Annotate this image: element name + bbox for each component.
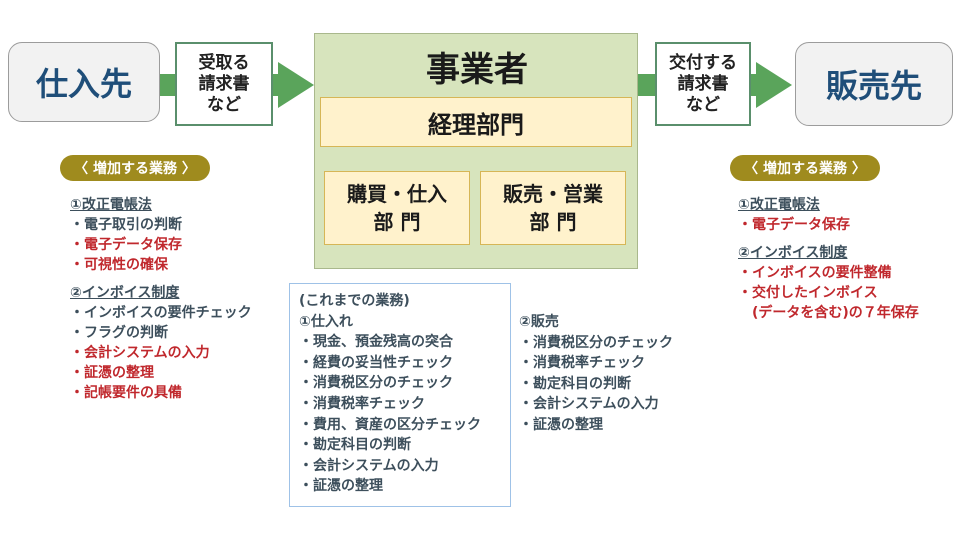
current-tasks-title: (これまでの業務) (299, 293, 410, 309)
flow-in-line: 請求書 (198, 73, 250, 94)
list-item: ・勘定科目の判断 (299, 437, 411, 454)
list-item: ・インボイスの要件整備 (738, 265, 892, 281)
supplier-pill-label: 〈 増加する業務 〉 (74, 161, 196, 177)
list-item: ・交付したインボイス (738, 285, 878, 301)
list-item: ・電子取引の判断 (70, 217, 182, 233)
list-item: ・消費税率チェック (299, 395, 425, 412)
current-sales-list: ②販売 ・消費税区分のチェック ・消費税率チェック ・勘定科目の判断 ・会計シス… (519, 312, 719, 436)
supplier-increase-pill: 〈 増加する業務 〉 (60, 155, 210, 181)
list-item: ・インボイスの要件チェック (70, 305, 252, 321)
list-item: ・会計システムの入力 (519, 396, 659, 413)
purchasing-dept-line: 部 門 (373, 210, 421, 234)
flow-out-shaft (751, 74, 757, 96)
supplier-increase-list: ①改正電帳法 ・電子取引の判断 ・電子データ保存 ・可視性の確保 ②インボイス制… (70, 195, 300, 403)
list-item: ・証憑の整理 (519, 416, 603, 433)
supplier-label: 仕入先 (35, 65, 132, 103)
purchasing-dept-line: 購買・仕入 (347, 182, 447, 206)
list-item: ・電子データ保存 (70, 237, 182, 253)
customer-box: 販売先 (795, 42, 953, 126)
list-item: ・消費税区分のチェック (299, 375, 453, 392)
accounting-dept-label: 経理部門 (428, 110, 524, 139)
accounting-dept: 経理部門 (320, 97, 632, 147)
customer-increase-pill: 〈 増加する業務 〉 (730, 155, 880, 181)
list-item: ・電子データ保存 (738, 217, 850, 233)
list-item: ・現金、預金残高の突合 (299, 334, 453, 351)
flow-in-shaft (273, 74, 279, 96)
arrow-right-icon (278, 62, 314, 108)
list-item: ・経費の妥当性チェック (299, 354, 453, 371)
customer-increase-list: ①改正電帳法 ・電子データ保存 ②インボイス制度 ・インボイスの要件整備 ・交付… (738, 195, 958, 323)
current-purchasing-list: (これまでの業務) ①仕入れ ・現金、預金残高の突合 ・経費の妥当性チェック ・… (299, 291, 509, 497)
sales-dept-line: 販売・営業 (503, 182, 603, 206)
customer-pill-label: 〈 増加する業務 〉 (744, 161, 866, 177)
current-tasks-box (289, 283, 511, 507)
flow-out-line: など (686, 94, 720, 115)
flow-in-line: 受取る (198, 52, 250, 73)
list-item: ・証憑の整理 (70, 365, 154, 381)
section-heading: ①仕入れ (299, 313, 353, 330)
list-item: ・記帳要件の具備 (70, 385, 182, 401)
list-item: ・フラグの判断 (70, 325, 168, 341)
list-item: (データを含む)の７年保存 (738, 305, 919, 321)
customer-label: 販売先 (825, 67, 922, 105)
list-item: ・会計システムの入力 (70, 345, 210, 361)
sales-dept-line: 部 門 (529, 210, 577, 234)
list-item: ・可視性の確保 (70, 257, 168, 273)
supplier-box: 仕入先 (8, 42, 160, 122)
list-item: ・証憑の整理 (299, 478, 383, 495)
arrow-right-icon (756, 62, 792, 108)
section-heading: ①改正電帳法 (738, 197, 820, 213)
flow-in-connector (160, 74, 176, 96)
flow-in-label: 受取る 請求書 など (175, 42, 273, 126)
flow-out-label: 交付する 請求書 など (655, 42, 751, 126)
flow-out-line: 交付する (669, 52, 737, 73)
section-heading: ②インボイス制度 (738, 245, 848, 261)
flow-in-line: など (207, 94, 241, 115)
section-heading: ②販売 (519, 314, 559, 330)
list-item: ・費用、資産の区分チェック (299, 416, 481, 433)
list-item: ・消費税率チェック (519, 355, 645, 372)
sales-dept: 販売・営業 部 門 (480, 171, 626, 245)
entity-title: 事業者 (426, 50, 528, 90)
list-item: ・勘定科目の判断 (519, 375, 631, 392)
flow-out-connector (638, 74, 656, 96)
list-item: ・消費税区分のチェック (519, 334, 673, 351)
list-item: ・会計システムの入力 (299, 457, 439, 474)
section-heading: ①改正電帳法 (70, 197, 152, 213)
flow-out-line: 請求書 (677, 73, 729, 94)
section-heading: ②インボイス制度 (70, 285, 180, 301)
purchasing-dept: 購買・仕入 部 門 (324, 171, 470, 245)
